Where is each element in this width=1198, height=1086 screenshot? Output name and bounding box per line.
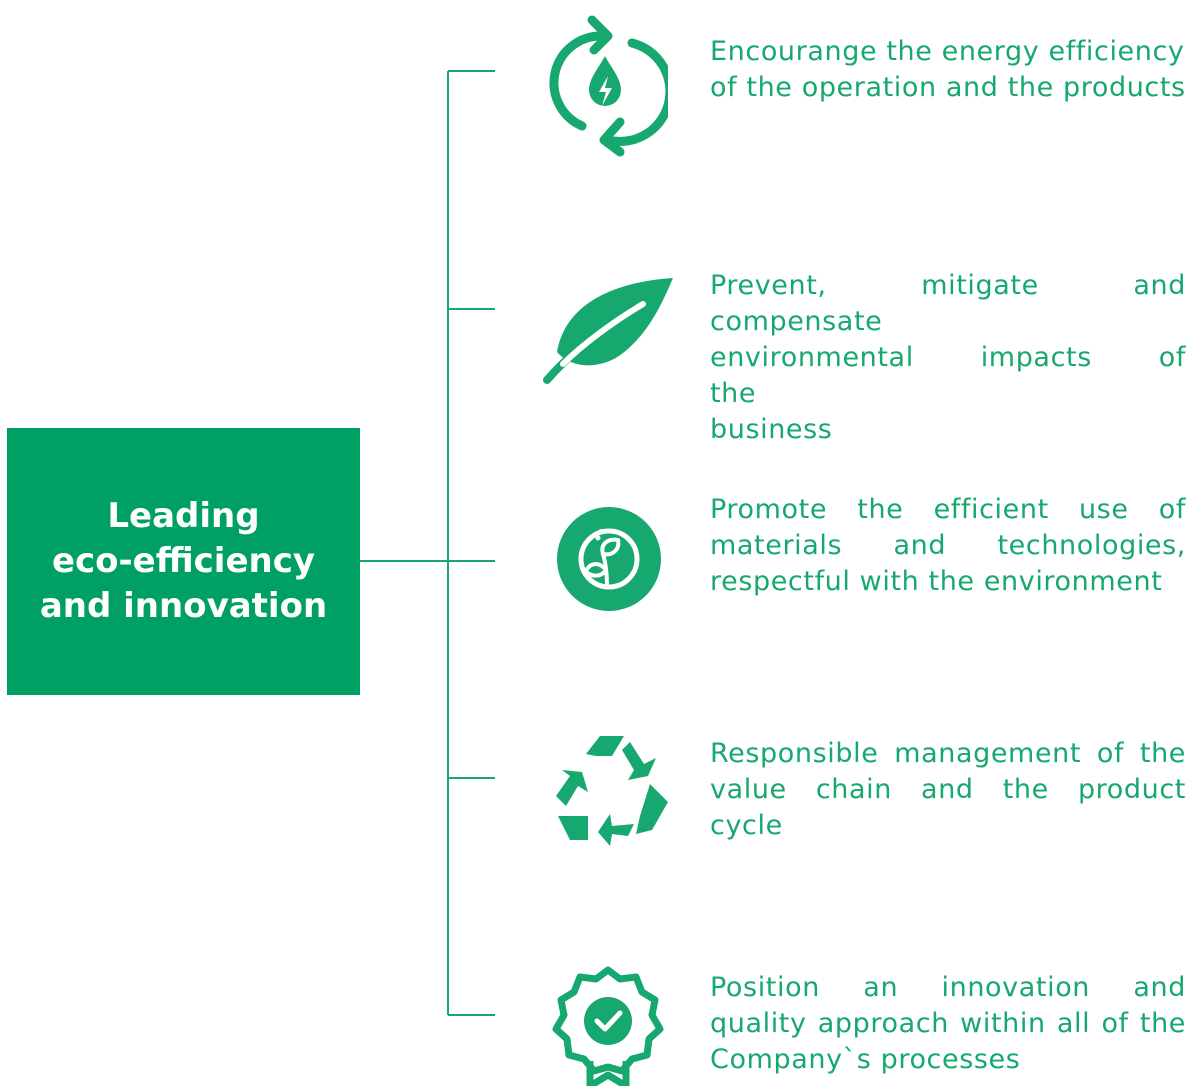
- energy-cycle-icon: [549, 15, 668, 157]
- item-3-line-3: respectful with the environment: [710, 566, 1163, 597]
- item-5-line-3: Company`s processes: [710, 1044, 1021, 1075]
- recycle-icon: [556, 736, 668, 846]
- item-5-line-1: Position an innovation and: [710, 972, 1186, 1003]
- item-3-line-2: materials and technologies,: [710, 530, 1186, 561]
- item-2-line-2: environmental impacts of the: [710, 342, 1186, 409]
- item-2-line-1: Prevent, mitigate and compensate: [710, 270, 1186, 337]
- item-3-line-1: Promote the efficient use of: [710, 494, 1186, 525]
- main-box: Leading eco-efficiency and innovation: [7, 428, 360, 695]
- item-5-line-2: quality approach within all of the: [710, 1008, 1186, 1039]
- sprout-icon: [557, 507, 661, 611]
- item-text-5: Position an innovation and quality appro…: [710, 970, 1186, 1078]
- main-title-line-2: eco-efficiency: [51, 541, 316, 581]
- item-text-4: Responsible management of the value chai…: [710, 736, 1186, 844]
- item-4-line-2: value chain and the product cycle: [710, 774, 1186, 841]
- item-text-2: Prevent, mitigate and compensate environ…: [710, 268, 1186, 448]
- quality-badge-icon: [552, 966, 664, 1086]
- main-title-line-1: Leading: [107, 496, 260, 536]
- item-1-line-2: of the operation and the products: [710, 72, 1186, 103]
- item-2-line-3: business: [710, 414, 833, 445]
- main-title: Leading eco-efficiency and innovation: [34, 494, 334, 629]
- main-title-line-3: and innovation: [39, 586, 328, 626]
- item-text-3: Promote the efficient use of materials a…: [710, 492, 1186, 600]
- item-4-line-1: Responsible management of the: [710, 738, 1186, 769]
- leaf-icon: [543, 278, 673, 384]
- item-text-1: Encourange the energy efficiency of the …: [710, 34, 1186, 106]
- item-1-line-1: Encourange the energy efficiency: [710, 36, 1185, 67]
